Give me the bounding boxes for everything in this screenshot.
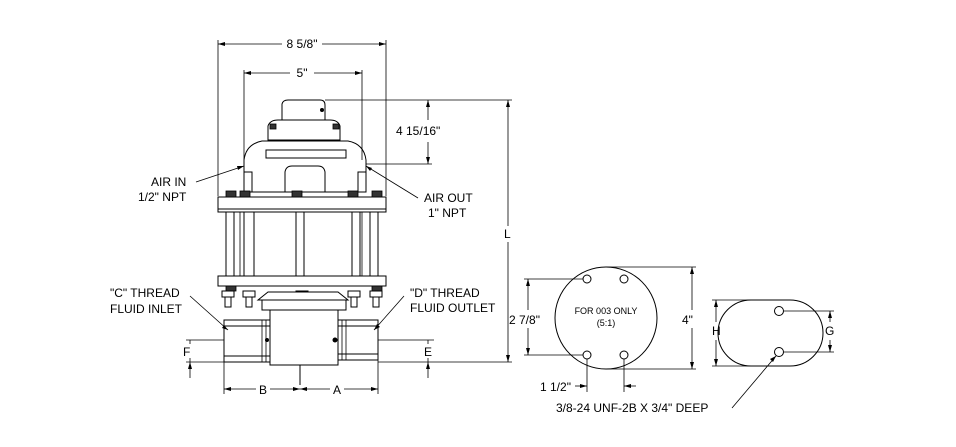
label-mount-spacing: G [825, 324, 834, 338]
label-inlet-height: F [183, 345, 190, 359]
label-air-in: AIR IN [151, 175, 186, 189]
label-overall-height: L [504, 227, 511, 241]
dim-offsets: B A [223, 360, 379, 397]
label-body-width: 5" [297, 66, 308, 80]
label-diameter: 4" [682, 313, 693, 327]
label-outlet-height: E [424, 345, 432, 359]
dim-outlet-height: E [378, 339, 434, 378]
dim-overall-width: 8 5/8" [217, 37, 387, 196]
label-air-out: AIR OUT [424, 191, 473, 205]
bolt-pattern-view: FOR 003 ONLY (5:1) 4" 2 7/8" 1 1/2" [509, 266, 696, 394]
label-c-thread: "C" THREAD [110, 286, 180, 300]
dim-inlet-height: F [183, 339, 224, 378]
label-thread-note: 3/8-24 UNF-2B X 3/4" DEEP [556, 401, 708, 415]
label-air-in-size: 1/2" NPT [138, 190, 187, 204]
label-outlet-offset: A [333, 383, 341, 397]
label-d-thread: "D" THREAD [410, 286, 480, 300]
callout-air-out: AIR OUT 1" NPT [365, 165, 473, 220]
label-ratio: (5:1) [597, 318, 616, 328]
label-for-003: FOR 003 ONLY [575, 306, 638, 316]
callout-d-thread: "D" THREAD FLUID OUTLET [373, 286, 496, 331]
label-inlet-offset: B [259, 383, 267, 397]
label-mount-height: H [712, 324, 721, 338]
label-pattern-spacing: 1 1/2" [540, 380, 571, 394]
callout-air-in: AIR IN 1/2" NPT [138, 165, 245, 204]
dim-top-height: 4 15/16" [325, 99, 440, 165]
label-pattern-height: 2 7/8" [509, 313, 540, 327]
label-fluid-outlet: FLUID OUTLET [410, 301, 496, 315]
label-fluid-inlet: FLUID INLET [110, 302, 183, 316]
label-overall-width: 8 5/8" [287, 37, 318, 51]
mount-view: H G 3/8-24 UNF-2B X 3/4" DEEP [556, 299, 834, 415]
pump-front-view [217, 99, 387, 385]
label-top-height: 4 15/16" [396, 124, 440, 138]
dim-overall-height: L [378, 99, 512, 363]
dim-body-width: 5" [243, 66, 363, 160]
callout-c-thread: "C" THREAD FLUID INLET [110, 286, 229, 331]
label-air-out-size: 1" NPT [428, 206, 467, 220]
